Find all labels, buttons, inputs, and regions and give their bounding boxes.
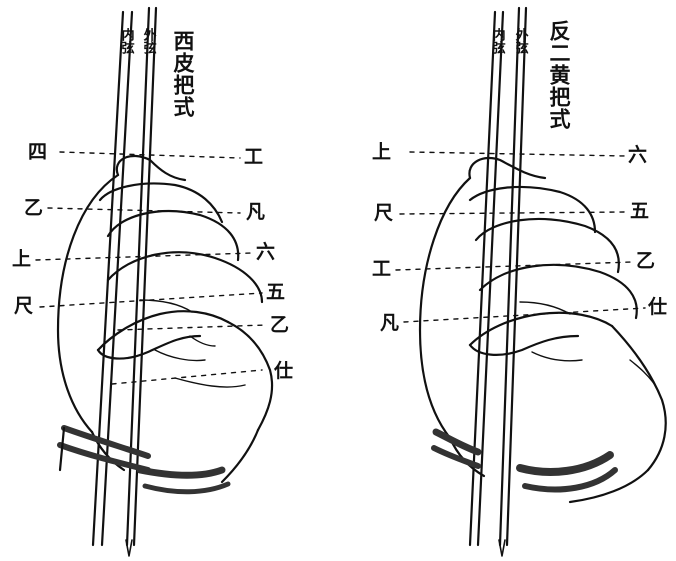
right-note-left-3: 工 (372, 260, 391, 279)
left-position-lines (36, 152, 266, 384)
right-inner-string-label: 内弦 (490, 28, 504, 54)
left-outer-string-label: 外弦 (141, 28, 155, 54)
right-note-left-4: 凡 (380, 314, 399, 333)
right-note-left-1: 上 (372, 143, 391, 162)
left-note-left-3: 上 (12, 250, 31, 269)
left-inner-string-label: 内弦 (119, 28, 133, 54)
right-figure-title: 反二黄把式 (548, 20, 570, 130)
left-note-left-1: 四 (28, 143, 47, 162)
left-figure-title: 西皮把式 (172, 30, 194, 118)
left-note-left-2: 乙 (24, 199, 43, 218)
left-hand (58, 156, 272, 492)
right-note-right-1: 六 (628, 146, 647, 165)
right-hand (420, 158, 666, 502)
left-note-right-2: 凡 (246, 203, 265, 222)
left-note-right-6: 仕 (274, 362, 293, 381)
right-note-right-4: 仕 (648, 298, 667, 317)
left-note-right-4: 五 (266, 283, 285, 302)
left-note-right-1: 工 (244, 148, 263, 167)
right-note-right-2: 五 (630, 202, 649, 221)
right-note-right-3: 乙 (636, 252, 655, 271)
right-figure-drawing (396, 8, 666, 556)
right-outer-string-label: 外弦 (513, 28, 527, 54)
right-note-left-2: 尺 (374, 204, 393, 223)
left-note-left-4: 尺 (14, 297, 33, 316)
left-note-right-3: 六 (256, 243, 275, 262)
left-note-right-5: 乙 (270, 316, 289, 335)
left-figure-drawing (36, 8, 272, 556)
